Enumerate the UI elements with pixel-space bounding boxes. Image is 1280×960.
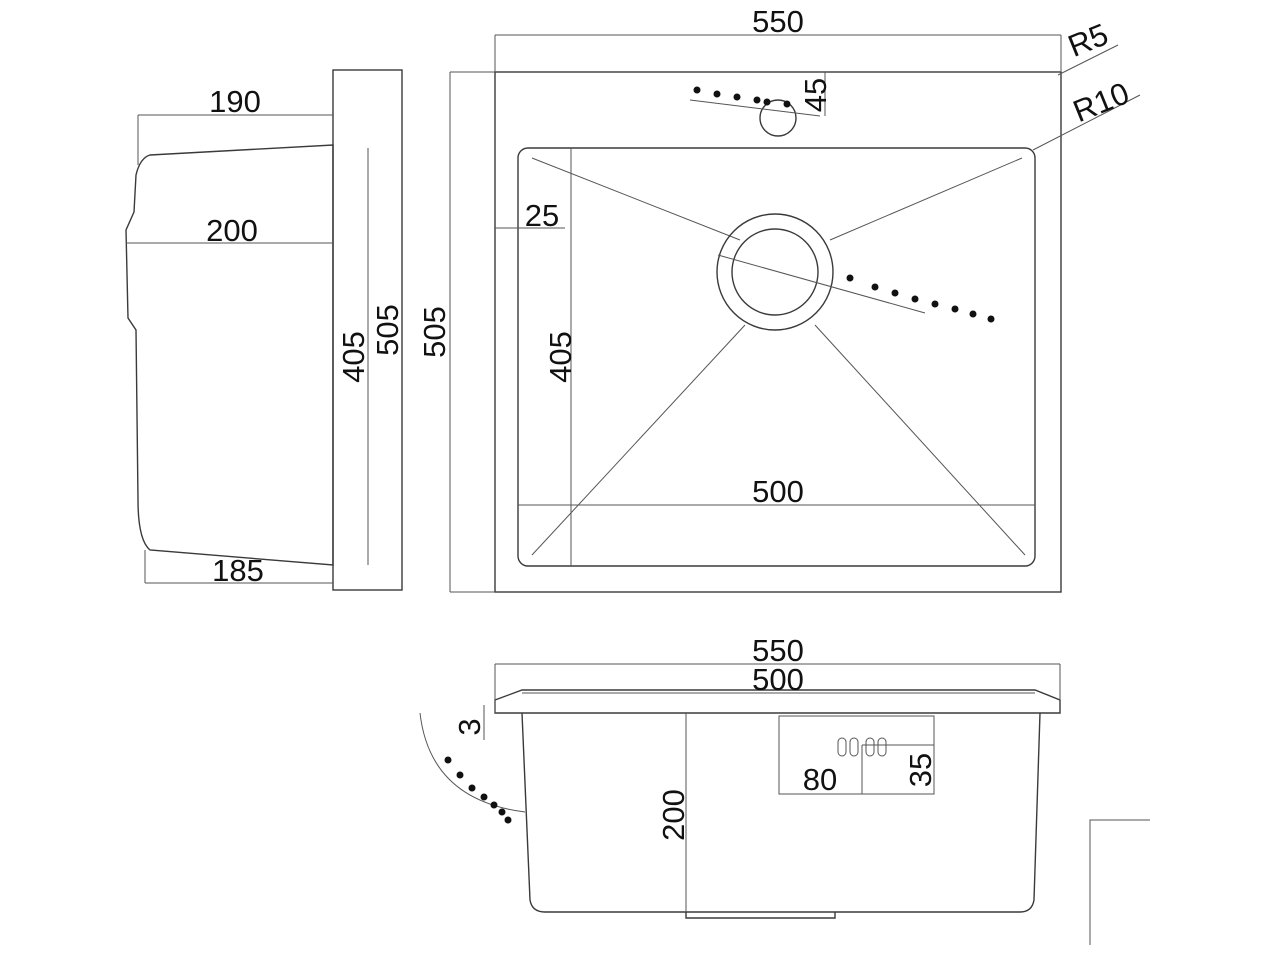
overflow-slot-1	[837, 737, 847, 757]
dot	[693, 86, 701, 94]
dot	[733, 93, 741, 101]
dot	[480, 793, 488, 801]
dot	[504, 816, 512, 824]
slope-line-tr	[829, 157, 1023, 241]
overflow-slot-4	[877, 737, 887, 757]
dot	[753, 96, 761, 104]
r10-label: R10	[1068, 75, 1134, 129]
top-sink-outline	[494, 71, 1062, 593]
dot	[763, 98, 771, 106]
dot	[468, 784, 476, 792]
side-total-length-label: 505	[370, 304, 405, 356]
top-tap-hole	[759, 99, 797, 137]
top-bowl-length-label: 405	[543, 331, 578, 383]
front-width-label: 550	[752, 633, 804, 668]
dot-trails	[444, 86, 995, 824]
front-view: 550 500 3 80 35 200	[419, 633, 1150, 945]
front-drain-outlet	[685, 912, 836, 919]
side-top-depth-label: 190	[209, 84, 261, 119]
r5-label: R5	[1063, 17, 1113, 64]
dot	[713, 90, 721, 98]
slope-line-tl	[531, 157, 741, 241]
front-rim-arc	[419, 712, 526, 813]
dot	[931, 300, 939, 308]
top-bowl-width-label: 500	[752, 474, 804, 509]
rim-width-label: 25	[525, 198, 559, 233]
top-view: 550 505 R5 R10 45 25 405 500	[417, 4, 1141, 593]
dot	[871, 283, 879, 291]
tap-offset-label: 45	[798, 78, 833, 112]
drain-outer-ring	[716, 213, 834, 331]
front-bowl-outline	[521, 712, 1041, 913]
side-middle-depth-label: 200	[206, 213, 258, 248]
top-width-label: 550	[752, 4, 804, 39]
dot	[498, 808, 506, 816]
top-bowl-outline	[517, 147, 1036, 567]
top-r10-leader	[1032, 94, 1141, 151]
bowl-depth-label: 200	[656, 789, 691, 841]
dot	[951, 305, 959, 313]
top-length-label: 505	[417, 306, 452, 358]
slope-line-br	[814, 324, 1026, 556]
overflow-width-label: 80	[803, 762, 837, 797]
top-r5-leader	[1057, 44, 1119, 76]
side-view: 190 200 185 405 505	[125, 69, 405, 591]
dot	[456, 771, 464, 779]
dot	[891, 289, 899, 297]
drain-pointer	[717, 254, 926, 314]
dot	[444, 756, 452, 764]
front-bowl-width-label: 500	[752, 662, 804, 697]
drain-inner-ring	[731, 228, 819, 316]
overflow-slot-2	[849, 737, 859, 757]
dot	[987, 315, 995, 323]
dot	[969, 310, 977, 318]
front-overflow-box	[778, 715, 935, 795]
dot	[911, 295, 919, 303]
overflow-slot-3	[865, 737, 875, 757]
rim-thickness-label: 3	[452, 718, 487, 735]
dot	[490, 801, 498, 809]
corner-fragment	[1089, 819, 1150, 945]
slope-line-bl	[531, 324, 746, 556]
side-bottom-depth-label: 185	[212, 553, 264, 588]
side-bowl-length-label: 405	[336, 331, 371, 383]
side-bowl-outline	[125, 144, 334, 566]
dot	[783, 100, 791, 108]
dot	[846, 274, 854, 282]
top-tap-pointer	[689, 99, 821, 117]
overflow-offset-label: 35	[903, 753, 938, 787]
